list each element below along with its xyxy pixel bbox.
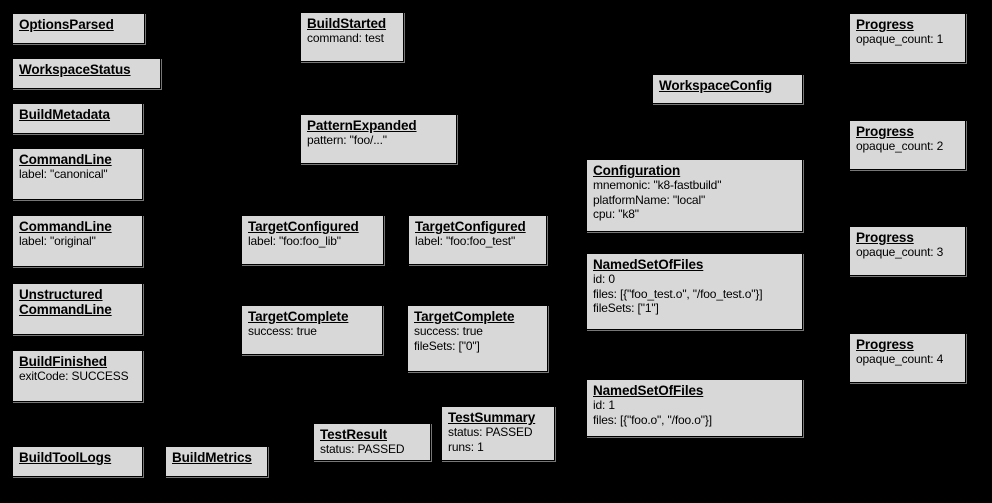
- node-title: Progress: [856, 230, 914, 245]
- node-title: CommandLine: [19, 219, 112, 234]
- node-title: Progress: [856, 337, 914, 352]
- node-attribute-line: runs: 1: [448, 439, 484, 454]
- node-title: TestResult: [320, 427, 388, 442]
- node-attribute-line: fileSets: ["1"]: [593, 301, 659, 315]
- node-title: NamedSetOfFiles: [593, 257, 704, 272]
- node-title: BuildFinished: [19, 354, 107, 369]
- node-attributes: success: true: [248, 324, 376, 339]
- node-attribute-line: label: "foo:foo_lib": [248, 234, 341, 248]
- node-attributes: opaque_count: 2: [856, 139, 959, 154]
- node-attribute-line: opaque_count: 4: [856, 352, 944, 366]
- node-attributes: label: "foo:foo_test": [415, 234, 540, 249]
- node-attribute-line: platformName: "local": [593, 192, 706, 207]
- node-title: Configuration: [593, 163, 681, 178]
- node-attribute-line: command: test: [307, 31, 384, 45]
- node-options-parsed[interactable]: OptionsParsed: [12, 13, 145, 44]
- node-attribute-line: label: "canonical": [19, 167, 108, 181]
- node-attribute-line: fileSets: ["0"]: [414, 338, 480, 353]
- node-attributes: status: PASSED: [320, 442, 424, 457]
- node-title: Progress: [856, 17, 914, 32]
- node-attribute-line: opaque_count: 3: [856, 245, 944, 259]
- node-attributes: label: "original": [19, 234, 136, 249]
- node-workspace-status[interactable]: WorkspaceStatus: [12, 58, 161, 89]
- node-title: CommandLine: [19, 152, 112, 167]
- node-attribute-line: exitCode: SUCCESS: [19, 369, 129, 383]
- node-attribute-line: opaque_count: 1: [856, 32, 944, 46]
- node-attributes: label: "canonical": [19, 167, 136, 182]
- node-title: TargetConfigured: [248, 219, 359, 234]
- node-attribute-line: files: [{"foo_test.o", "/foo_test.o"}]: [593, 286, 763, 301]
- node-title: BuildMetadata: [19, 107, 110, 122]
- node-attributes: opaque_count: 4: [856, 352, 959, 367]
- node-build-tool-logs[interactable]: BuildToolLogs: [12, 446, 143, 477]
- node-attribute-line: status: PASSED: [320, 442, 405, 456]
- node-attribute-line: pattern: "foo/...": [307, 133, 387, 147]
- node-attributes: pattern: "foo/...": [307, 133, 450, 148]
- node-title: NamedSetOfFiles: [593, 383, 704, 398]
- node-attribute-line: opaque_count: 2: [856, 139, 944, 153]
- node-attribute-line: success: true: [414, 324, 483, 338]
- node-attributes: opaque_count: 1: [856, 32, 959, 47]
- node-title: TargetComplete: [414, 309, 515, 324]
- node-title: PatternExpanded: [307, 118, 417, 133]
- node-attribute-line: id: 0: [593, 272, 615, 286]
- node-title: Progress: [856, 124, 914, 139]
- node-attribute-line: files: [{"foo.o", "/foo.o"}]: [593, 412, 712, 427]
- node-title: TargetConfigured: [415, 219, 526, 234]
- node-title: WorkspaceStatus: [19, 62, 131, 77]
- node-attribute-line: mnemonic: "k8-fastbuild": [593, 178, 722, 192]
- node-title: BuildMetrics: [172, 450, 252, 465]
- node-title: BuildToolLogs: [19, 450, 112, 465]
- node-attribute-line: label: "foo:foo_test": [415, 234, 516, 248]
- node-title: OptionsParsed: [19, 17, 114, 32]
- node-attribute-line: id: 1: [593, 398, 615, 412]
- node-attribute-line: status: PASSED: [448, 425, 533, 439]
- node-title: Unstructured CommandLine: [19, 287, 112, 317]
- node-title: TargetComplete: [248, 309, 349, 324]
- node-title: WorkspaceConfig: [659, 78, 773, 93]
- node-attribute-line: label: "original": [19, 234, 96, 248]
- node-attributes: exitCode: SUCCESS: [19, 369, 136, 384]
- node-build-metrics[interactable]: BuildMetrics: [165, 446, 268, 477]
- node-attribute-line: cpu: "k8": [593, 207, 639, 221]
- node-unstructured-command-line[interactable]: Unstructured CommandLine: [12, 283, 143, 335]
- node-attributes: opaque_count: 3: [856, 245, 959, 260]
- node-attributes: label: "foo:foo_lib": [248, 234, 377, 249]
- node-workspace-config[interactable]: WorkspaceConfig: [652, 74, 803, 104]
- node-attribute-line: success: true: [248, 324, 317, 338]
- node-attributes: mnemonic: "k8-fastbuild"platformName: "l…: [593, 178, 796, 222]
- node-title: BuildStarted: [307, 16, 387, 31]
- node-build-metadata[interactable]: BuildMetadata: [12, 103, 143, 134]
- node-title: TestSummary: [448, 410, 536, 425]
- node-attributes: command: test: [307, 31, 397, 46]
